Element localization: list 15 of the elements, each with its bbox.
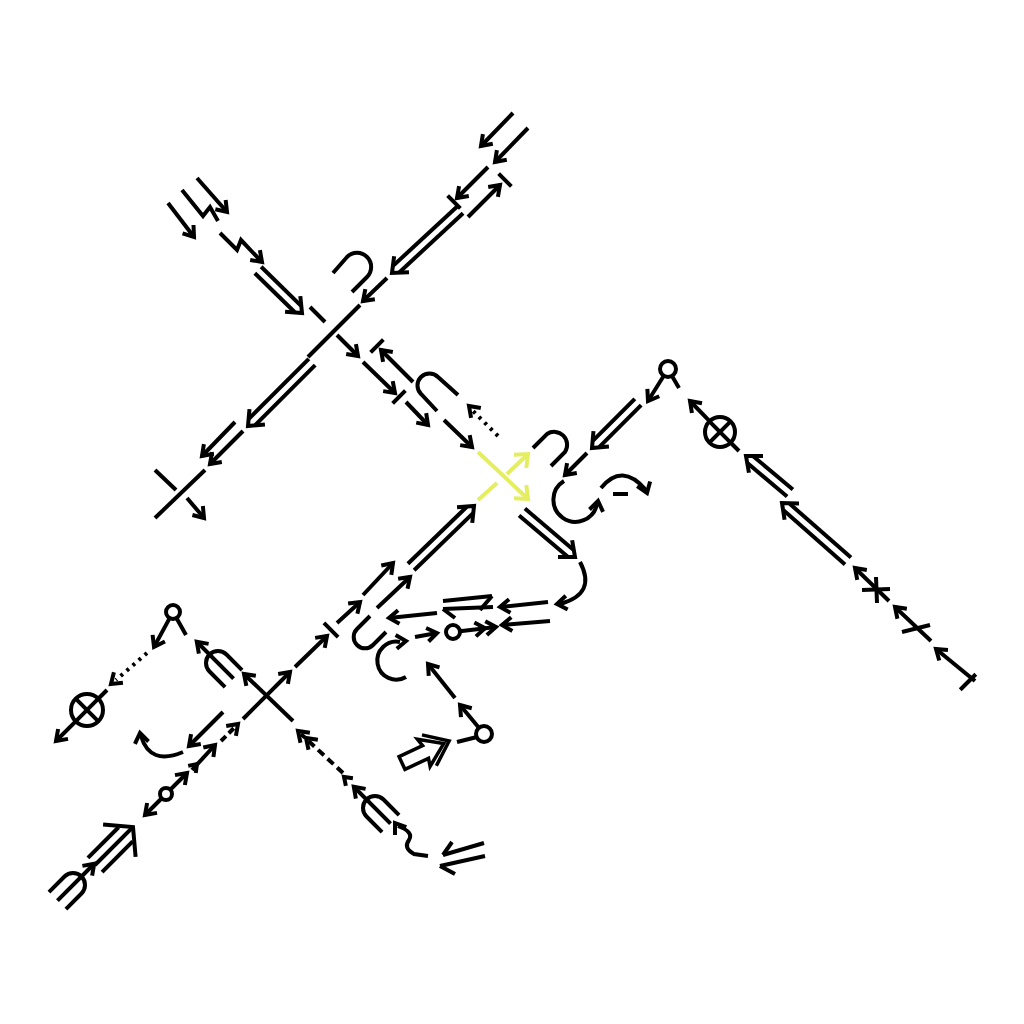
small-circle [158, 786, 174, 802]
arrow [168, 771, 189, 792]
arrow [458, 703, 481, 730]
arrow [459, 619, 498, 639]
loop-circle [164, 603, 182, 621]
small-circle [444, 623, 462, 641]
arrow [143, 796, 164, 817]
crossed-circle [69, 692, 105, 728]
arrow [688, 399, 711, 423]
loop-circle [474, 724, 494, 744]
arrow [645, 374, 666, 403]
loop-circle [658, 359, 678, 379]
crossed-circle [703, 415, 737, 449]
arrow [150, 617, 172, 649]
arrow [54, 719, 78, 743]
